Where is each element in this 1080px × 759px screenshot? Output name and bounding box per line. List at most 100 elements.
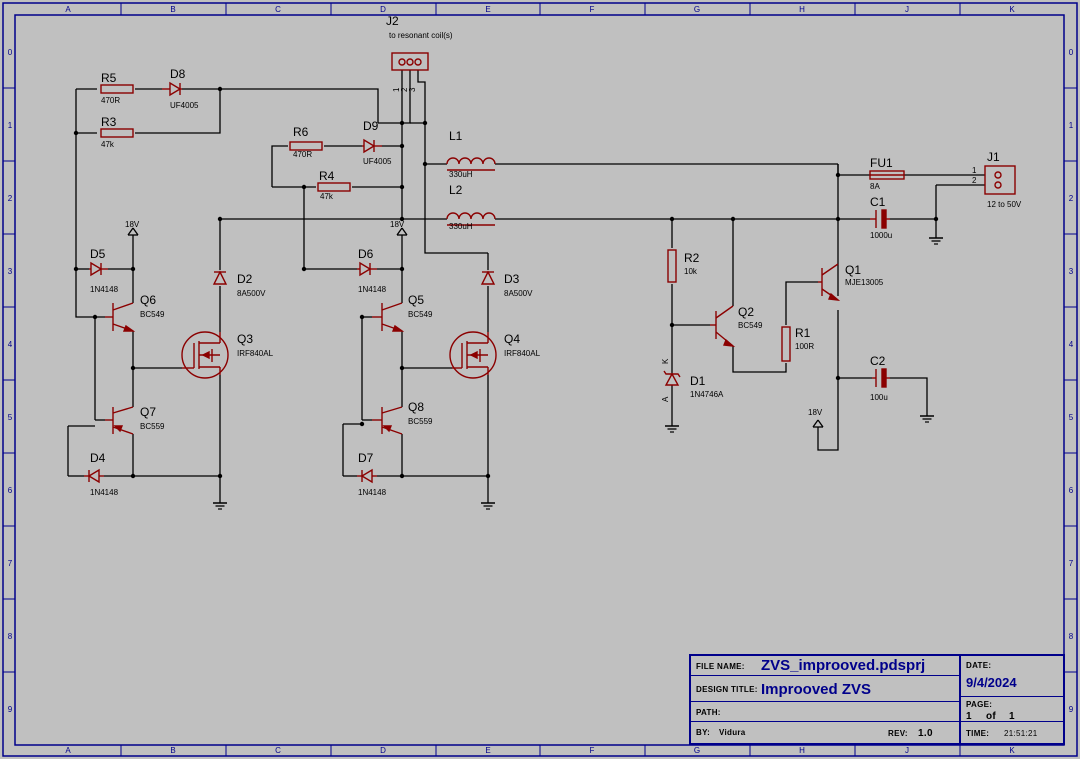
d3-diode xyxy=(480,270,496,285)
q3-ref: Q3 xyxy=(237,332,253,346)
d1-zener-diode xyxy=(663,370,681,386)
row-label: 0 xyxy=(1069,48,1074,57)
time-value: 21:51:21 xyxy=(1004,729,1038,738)
title-block-rule xyxy=(691,675,959,676)
col-label: C xyxy=(275,746,281,755)
col-label: F xyxy=(590,746,595,755)
l1-ref: L1 xyxy=(449,129,463,143)
q3-value: IRF840AL xyxy=(237,349,274,358)
q5-transistor xyxy=(372,302,405,332)
d9-ref: D9 xyxy=(363,119,379,133)
fu1-ref: FU1 xyxy=(870,156,893,170)
row-label: 3 xyxy=(8,267,13,276)
j2-connector xyxy=(391,52,429,71)
q1-value: MJE13005 xyxy=(845,278,884,287)
d6-ref: D6 xyxy=(358,247,374,261)
row-label: 4 xyxy=(1069,340,1074,349)
net-label-18v: 18V xyxy=(390,220,405,229)
c1-capacitor xyxy=(870,209,890,229)
q7-transistor xyxy=(105,406,134,435)
ground-symbol xyxy=(480,496,496,510)
r4-ref: R4 xyxy=(319,169,335,183)
r5-resistor xyxy=(100,84,134,94)
ground-symbol xyxy=(212,496,228,510)
r3-ref: R3 xyxy=(101,115,117,129)
l2-inductor xyxy=(446,212,496,226)
l2-value: 330uH xyxy=(449,222,473,231)
row-label: 1 xyxy=(1069,121,1074,130)
d6-value: 1N4148 xyxy=(358,285,387,294)
title-block-rule xyxy=(691,721,1063,722)
d9-diode xyxy=(362,138,382,154)
title-block-rule xyxy=(691,701,959,702)
q4-value: IRF840AL xyxy=(504,349,541,358)
ground-symbol xyxy=(664,419,680,433)
col-label: D xyxy=(380,746,386,755)
rev-value: 1.0 xyxy=(918,728,933,739)
design-title-value: Improoved ZVS xyxy=(761,681,872,698)
q8-value: BC559 xyxy=(408,417,433,426)
row-label: 0 xyxy=(8,48,13,57)
row-label: 3 xyxy=(1069,267,1074,276)
q3-mosfet xyxy=(181,331,229,379)
power-18v-symbol xyxy=(127,227,139,246)
row-label: 8 xyxy=(8,632,13,641)
time-label: TIME: xyxy=(966,729,990,738)
design-title-label: DESIGN TITLE: xyxy=(696,685,758,694)
r6-resistor xyxy=(289,141,323,151)
row-label: 8 xyxy=(1069,632,1074,641)
d8-ref: D8 xyxy=(170,67,186,81)
date-label: DATE: xyxy=(966,661,992,670)
r4-resistor xyxy=(317,182,351,192)
d2-ref: D2 xyxy=(237,272,253,286)
q2-transistor xyxy=(710,305,736,347)
d8-value: UF4005 xyxy=(170,101,199,110)
d3-ref: D3 xyxy=(504,272,520,286)
c2-capacitor xyxy=(872,368,890,388)
row-label: 4 xyxy=(8,340,13,349)
d3-value: 8A500V xyxy=(504,289,533,298)
d2-diode xyxy=(212,270,228,285)
d1-value: 1N4746A xyxy=(690,390,724,399)
q5-ref: Q5 xyxy=(408,293,424,307)
col-label: D xyxy=(380,5,386,14)
ground-symbol xyxy=(919,409,935,423)
q6-value: BC549 xyxy=(140,310,165,319)
q4-ref: Q4 xyxy=(504,332,520,346)
d4-diode xyxy=(84,468,104,484)
file-name-label: FILE NAME: xyxy=(696,662,745,671)
l2-ref: L2 xyxy=(449,183,463,197)
col-label: C xyxy=(275,5,281,14)
col-label: A xyxy=(65,746,71,755)
col-label: K xyxy=(1009,746,1015,755)
d8-diode xyxy=(162,81,182,97)
page-count: 1 xyxy=(1009,711,1015,722)
q7-value: BC559 xyxy=(140,422,165,431)
row-label: 7 xyxy=(8,559,13,568)
row-label: 9 xyxy=(8,705,13,714)
file-name-value: ZVS_improoved.pdsprj xyxy=(761,657,926,674)
q5-value: BC549 xyxy=(408,310,433,319)
j1-ref: J1 xyxy=(987,150,1000,164)
j2-pin1: 1 xyxy=(392,87,401,92)
col-label: B xyxy=(170,746,175,755)
row-label: 5 xyxy=(8,413,13,422)
j1-value: 12 to 50V xyxy=(987,200,1022,209)
d1-pin-a: A xyxy=(661,396,670,402)
col-label: J xyxy=(905,5,909,14)
row-label: 2 xyxy=(1069,194,1074,203)
c2-value: 100u xyxy=(870,393,888,402)
j2-desc: to resonant coil(s) xyxy=(389,31,453,40)
net-label-18v: 18V xyxy=(125,220,140,229)
d7-ref: D7 xyxy=(358,451,374,465)
d1-pin-k: K xyxy=(661,358,670,364)
rev-label: REV: xyxy=(888,729,908,738)
r1-ref: R1 xyxy=(795,326,811,340)
row-label: 6 xyxy=(8,486,13,495)
r5-value: 470R xyxy=(101,96,120,105)
l1-value: 330uH xyxy=(449,170,473,179)
j2-pin3: 3 xyxy=(408,87,417,92)
page-of: of xyxy=(986,711,997,722)
